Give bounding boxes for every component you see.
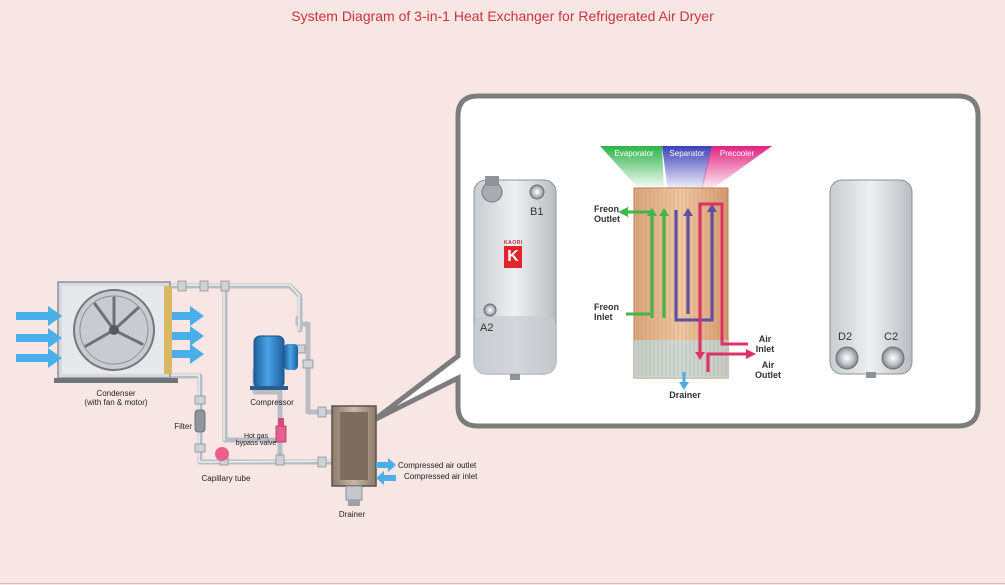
- page-title: System Diagram of 3-in-1 Heat Exchanger …: [291, 8, 714, 24]
- hot-gas-bypass-label: Hot gas bypass valve: [235, 433, 277, 447]
- zone-separator: Separator: [669, 149, 705, 158]
- capillary-tube-label: Capillary tube: [201, 474, 251, 483]
- zone-precooler: Precooler: [719, 149, 755, 158]
- zone-evaporator: Evaporator: [614, 149, 654, 158]
- pipe-fittings: [177, 280, 327, 468]
- detail-drainer-label: Drainer: [669, 390, 701, 400]
- compressed-air-outlet-label: Compressed air outlet: [398, 461, 477, 470]
- exchanger-back-plate: [829, 179, 913, 378]
- kaori-logo-text: KAORI: [504, 240, 523, 246]
- condenser-unit: [54, 281, 178, 383]
- compressor: [250, 335, 298, 390]
- compressed-air-inlet-label: Compressed air inlet: [404, 472, 478, 481]
- separator-flow-arrows: [674, 210, 714, 322]
- port-a2: A2: [480, 322, 494, 334]
- condenser-air-arrows: [16, 306, 204, 368]
- filter: [194, 409, 206, 433]
- condenser-label: Condenser (with fan & motor): [84, 389, 148, 407]
- exchanger-front-plate: [473, 176, 557, 380]
- port-c2: C2: [884, 331, 899, 343]
- kaori-logo-icon: K: [507, 248, 519, 265]
- zone-headers: [600, 146, 772, 192]
- filter-label: Filter: [174, 422, 192, 431]
- compressed-air-arrows: [376, 458, 396, 485]
- air-flow-arrows: [698, 202, 748, 372]
- system-drainer-label: Drainer: [338, 510, 366, 519]
- bottom-border: [0, 583, 1005, 584]
- capillary-tube: [215, 447, 229, 461]
- hot-gas-bypass-valve: [275, 418, 287, 443]
- freon-flow-arrows: [626, 210, 666, 318]
- compressor-label: Compressor: [250, 398, 294, 407]
- drainer-arrow: [679, 382, 689, 390]
- small-heat-exchanger: [331, 405, 377, 506]
- port-b1: B1: [530, 206, 544, 218]
- port-d2: D2: [838, 331, 853, 343]
